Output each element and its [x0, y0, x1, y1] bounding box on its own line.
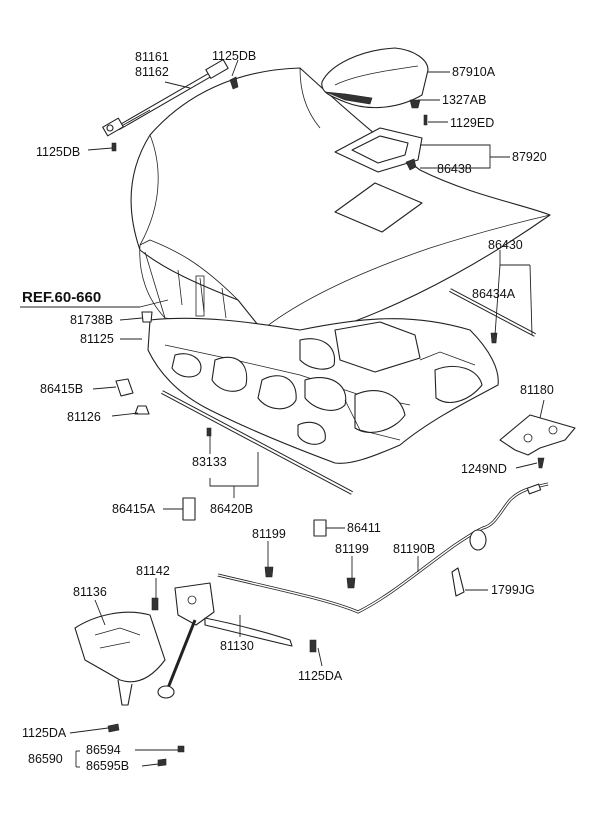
label-81199-b: 81199 [335, 542, 369, 556]
label-86415b: 86415B [40, 382, 83, 396]
part-labels: REF.60-660 81161 81162 1125DB 1125DB 879… [22, 49, 554, 773]
hood-scoop-cover [321, 47, 429, 109]
label-86590: 86590 [28, 752, 63, 766]
label-81190b: 81190B [393, 542, 435, 556]
label-81161: 81161 [135, 50, 169, 64]
label-1327ab: 1327AB [442, 93, 486, 107]
label-1129ed: 1129ED [450, 116, 494, 130]
label-1249nd: 1249ND [461, 462, 507, 476]
front-seal-strip [161, 390, 353, 495]
label-81180: 81180 [520, 383, 554, 397]
label-1125da-left: 1125DA [22, 726, 67, 740]
label-81142: 81142 [136, 564, 170, 578]
hood-lift-strut [102, 59, 229, 137]
label-1125db-top: 1125DB [212, 49, 256, 63]
label-81125: 81125 [80, 332, 114, 346]
label-86438: 86438 [437, 162, 472, 176]
label-81130: 81130 [220, 639, 254, 653]
label-81738b: 81738B [70, 313, 113, 327]
label-87910a: 87910A [452, 65, 496, 79]
label-86415a: 86415A [112, 502, 156, 516]
leader-lines [20, 59, 545, 768]
ref-label: REF.60-660 [22, 289, 101, 306]
hood-scoop-frame [334, 127, 423, 173]
label-81126: 81126 [67, 410, 101, 424]
label-83133: 83133 [192, 455, 227, 469]
hood-weatherstrip [449, 288, 536, 337]
label-86594: 86594 [86, 743, 121, 757]
label-1125da-right: 1125DA [298, 669, 343, 683]
release-cable [217, 482, 549, 614]
label-86434a: 86434A [472, 287, 516, 301]
label-81136: 81136 [73, 585, 107, 599]
label-86411: 86411 [347, 521, 381, 535]
latch-bracket [499, 414, 576, 456]
label-1799jg: 1799JG [491, 583, 535, 597]
label-87920: 87920 [512, 150, 547, 164]
fasteners [107, 76, 545, 767]
hood-latch [157, 582, 293, 699]
latch-support-bracket [74, 611, 166, 706]
label-81162: 81162 [135, 65, 169, 79]
label-81199-a: 81199 [252, 527, 286, 541]
label-86595b: 86595B [86, 759, 129, 773]
label-1125db-left: 1125DB [36, 145, 80, 159]
label-86420b: 86420B [210, 502, 253, 516]
hood-inner-panel [147, 317, 499, 464]
label-86430: 86430 [488, 238, 523, 252]
